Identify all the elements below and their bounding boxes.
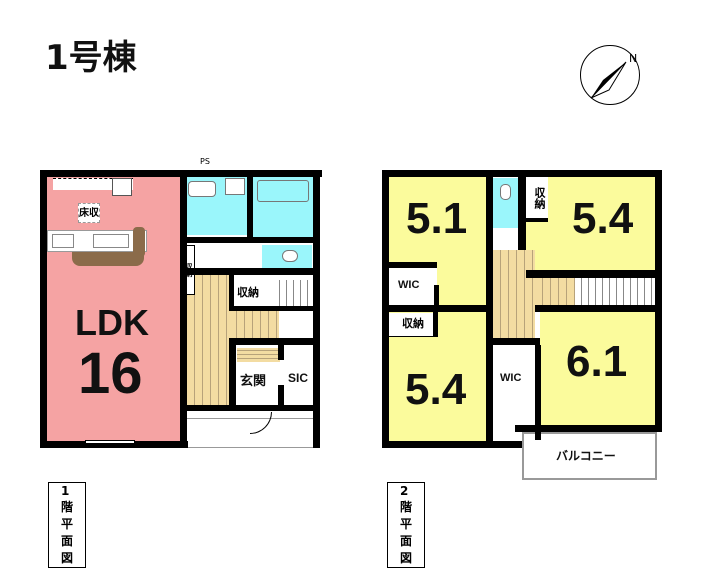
room-se-size: 6.1 — [566, 337, 628, 386]
wic-b-label: WIC — [500, 372, 522, 384]
compass-north-icon: N — [580, 45, 640, 105]
hallway-branch — [229, 310, 279, 338]
wash-basin — [188, 181, 216, 197]
kitchen-counter — [47, 230, 147, 252]
entrance-label: 玄関 — [240, 374, 267, 389]
building-title: 1号棟 — [45, 38, 137, 78]
sic-label: SIC — [288, 371, 309, 385]
balcony-label: バルコニー — [556, 449, 616, 463]
compass-label: N — [629, 52, 638, 65]
ldk-size: 16 — [78, 341, 143, 406]
fridge — [112, 178, 132, 196]
stove-icon — [52, 234, 74, 248]
room-nw — [389, 176, 487, 264]
sink-icon — [93, 234, 129, 248]
floor1-caption: 1階平面図 — [48, 482, 86, 568]
kitchen-peninsula-end — [133, 227, 145, 257]
hallway — [187, 275, 229, 405]
stairs-2f — [575, 278, 655, 305]
room-ne — [548, 177, 656, 270]
hallway-2f — [493, 250, 535, 338]
room-nw-ext — [437, 262, 487, 306]
stairs-turn — [285, 310, 313, 336]
ldk-label: LDK — [75, 302, 149, 343]
toilet-icon — [282, 250, 298, 262]
bathtub — [257, 180, 309, 202]
washing-machine — [225, 178, 245, 195]
storage-sw-label: 収納 — [389, 313, 437, 337]
room-nw-size: 5.1 — [406, 194, 468, 243]
ps-label: PS — [200, 157, 210, 166]
room-ne-size: 5.4 — [572, 194, 634, 243]
toilet-icon-2f — [500, 184, 511, 200]
entrance-step — [237, 348, 280, 362]
wic-a-label: WIC — [398, 279, 420, 291]
floor-storage-label: 床収 — [78, 203, 100, 223]
ldk-room — [47, 177, 181, 442]
room-se — [540, 312, 656, 425]
kitchen-peninsula — [72, 252, 144, 266]
floor2-caption: 2階平面図 — [387, 482, 425, 568]
wic-a — [389, 268, 437, 304]
storage-ne-label: 収納 — [527, 178, 547, 218]
wic-b — [493, 345, 535, 440]
balcony — [522, 432, 657, 480]
stairs — [273, 280, 313, 310]
hallway-2f-branch — [535, 278, 575, 305]
bathroom — [253, 177, 313, 237]
storage-label: 収納 — [233, 280, 263, 306]
room-sw-size: 5.4 — [405, 365, 467, 414]
